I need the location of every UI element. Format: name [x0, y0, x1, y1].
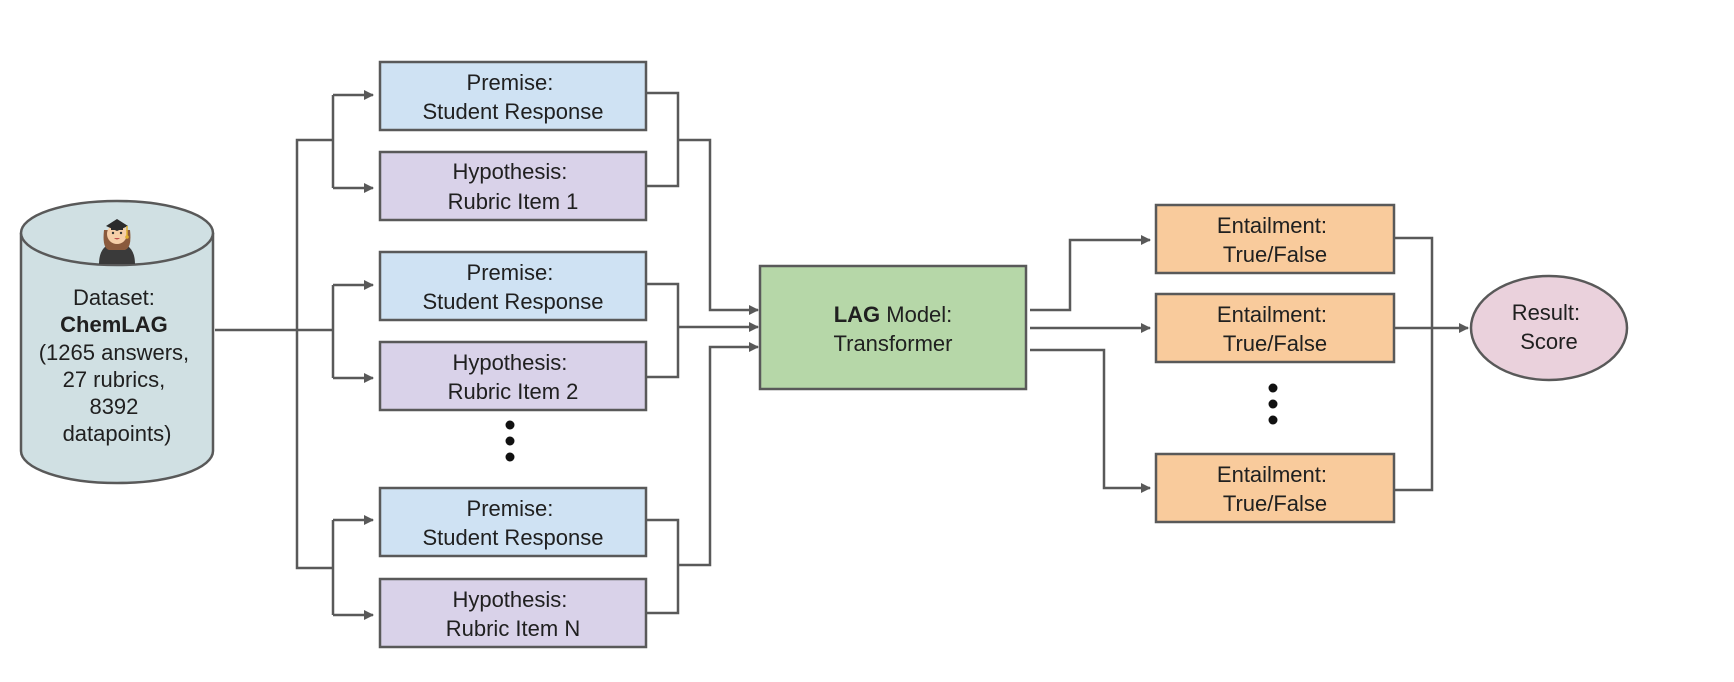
premise-box-1: Premise: Student Response — [378, 60, 648, 132]
connectors — [215, 90, 1468, 620]
entailment-3-line-2: True/False — [1223, 491, 1327, 516]
svg-text:Entailment: True/False: Entailment: True/False — [1217, 462, 1333, 516]
pair-3-join — [646, 347, 758, 615]
svg-text:Entailment: True/False: Entailment: True/False — [1217, 302, 1333, 356]
dataset-detail-2: 27 rubrics, — [63, 367, 166, 392]
ellipsis-pairs — [505, 420, 515, 462]
hypothesis-3-line-2: Rubric Item N — [446, 616, 580, 641]
hypothesis-box-2: Hypothesis: Rubric Item 2 — [378, 340, 648, 412]
entailment-join — [1393, 236, 1468, 492]
svg-text:LAG Model:: LAG Model: — [834, 302, 953, 327]
entailment-box-1: Entailment: True/False — [1154, 203, 1396, 275]
premise-2-line-1: Premise: — [467, 260, 554, 285]
pair-1-join — [646, 91, 758, 310]
hypothesis-1-line-2: Rubric Item 1 — [448, 189, 579, 214]
premise-2-line-2: Student Response — [422, 289, 603, 314]
result-node: Result: Score — [1469, 274, 1629, 382]
ellipsis-entailments — [1268, 383, 1278, 425]
svg-text:Result: Score: Result: Score — [1512, 300, 1587, 354]
hypothesis-2-line-1: Hypothesis: — [452, 350, 567, 375]
premise-box-3: Premise: Student Response — [378, 486, 648, 558]
svg-text:Entailment: True/False: Entailment: True/False — [1217, 213, 1333, 267]
premise-box-2: Premise: Student Response — [378, 250, 648, 322]
entailment-box-3: Entailment: True/False — [1154, 452, 1396, 524]
svg-text:Transformer: Transformer — [834, 331, 953, 356]
dataset-cylinder: Dataset: ChemLAG (1265 answers, 27 rubri… — [19, 199, 215, 485]
dataset-label: Dataset: — [73, 285, 155, 310]
pair-2-join — [646, 282, 758, 379]
premise-1-line-1: Premise: — [467, 70, 554, 95]
model-line-2: Transformer — [834, 331, 953, 356]
result-line-1: Result: — [1512, 300, 1580, 325]
result-line-2: Score — [1520, 329, 1577, 354]
dataset-branch-top — [295, 138, 333, 330]
entailment-box-2: Entailment: True/False — [1154, 292, 1396, 364]
model-out-3 — [1030, 348, 1151, 493]
hypothesis-box-1: Hypothesis: Rubric Item 1 — [378, 150, 648, 222]
svg-text:Dataset: ChemLAG (: Dataset: ChemLAG (1265 answers, 27 rubri… — [39, 285, 196, 446]
entailment-1-line-2: True/False — [1223, 242, 1327, 267]
dataset-body — [19, 233, 215, 485]
svg-text:Premise: Student Respons: Premise: Student Response — [422, 496, 603, 550]
model-name-rest: Model: — [880, 302, 952, 327]
dataset-detail-3: 8392 — [89, 394, 138, 419]
model-box: LAG Model: Transformer — [758, 264, 1028, 391]
hypothesis-box-3: Hypothesis: Rubric Item N — [378, 577, 648, 649]
svg-text:Hypothesis: Rubric Item: Hypothesis: Rubric Item 1 — [448, 159, 579, 214]
hypothesis-3-line-1: Hypothesis: — [452, 587, 567, 612]
dataset-name: ChemLAG — [60, 312, 168, 337]
model-out-1 — [1030, 235, 1151, 312]
dataset-detail-1: (1265 answers, — [39, 340, 189, 365]
hypothesis-1-line-1: Hypothesis: — [452, 159, 567, 184]
svg-text:Premise: Student Respons: Premise: Student Response — [422, 260, 603, 314]
model-name-bold: LAG — [834, 302, 880, 327]
premise-3-line-2: Student Response — [422, 525, 603, 550]
svg-text:Premise: Student Respons: Premise: Student Response — [422, 70, 603, 124]
entailment-2-line-2: True/False — [1223, 331, 1327, 356]
premise-3-line-1: Premise: — [467, 496, 554, 521]
entailment-3-line-1: Entailment: — [1217, 462, 1327, 487]
entailment-1-line-1: Entailment: — [1217, 213, 1327, 238]
hypothesis-2-line-2: Rubric Item 2 — [448, 379, 579, 404]
premise-1-line-2: Student Response — [422, 99, 603, 124]
dataset-detail-4: datapoints) — [63, 421, 172, 446]
svg-text:Hypothesis: Rubric Item: Hypothesis: Rubric Item 2 — [448, 350, 579, 404]
dataset-branch-bottom — [295, 330, 333, 570]
entailment-2-line-1: Entailment: — [1217, 302, 1327, 327]
svg-text:Hypothesis: Rubric Item: Hypothesis: Rubric Item N — [446, 587, 580, 641]
graduate-student-icon — [99, 219, 135, 264]
